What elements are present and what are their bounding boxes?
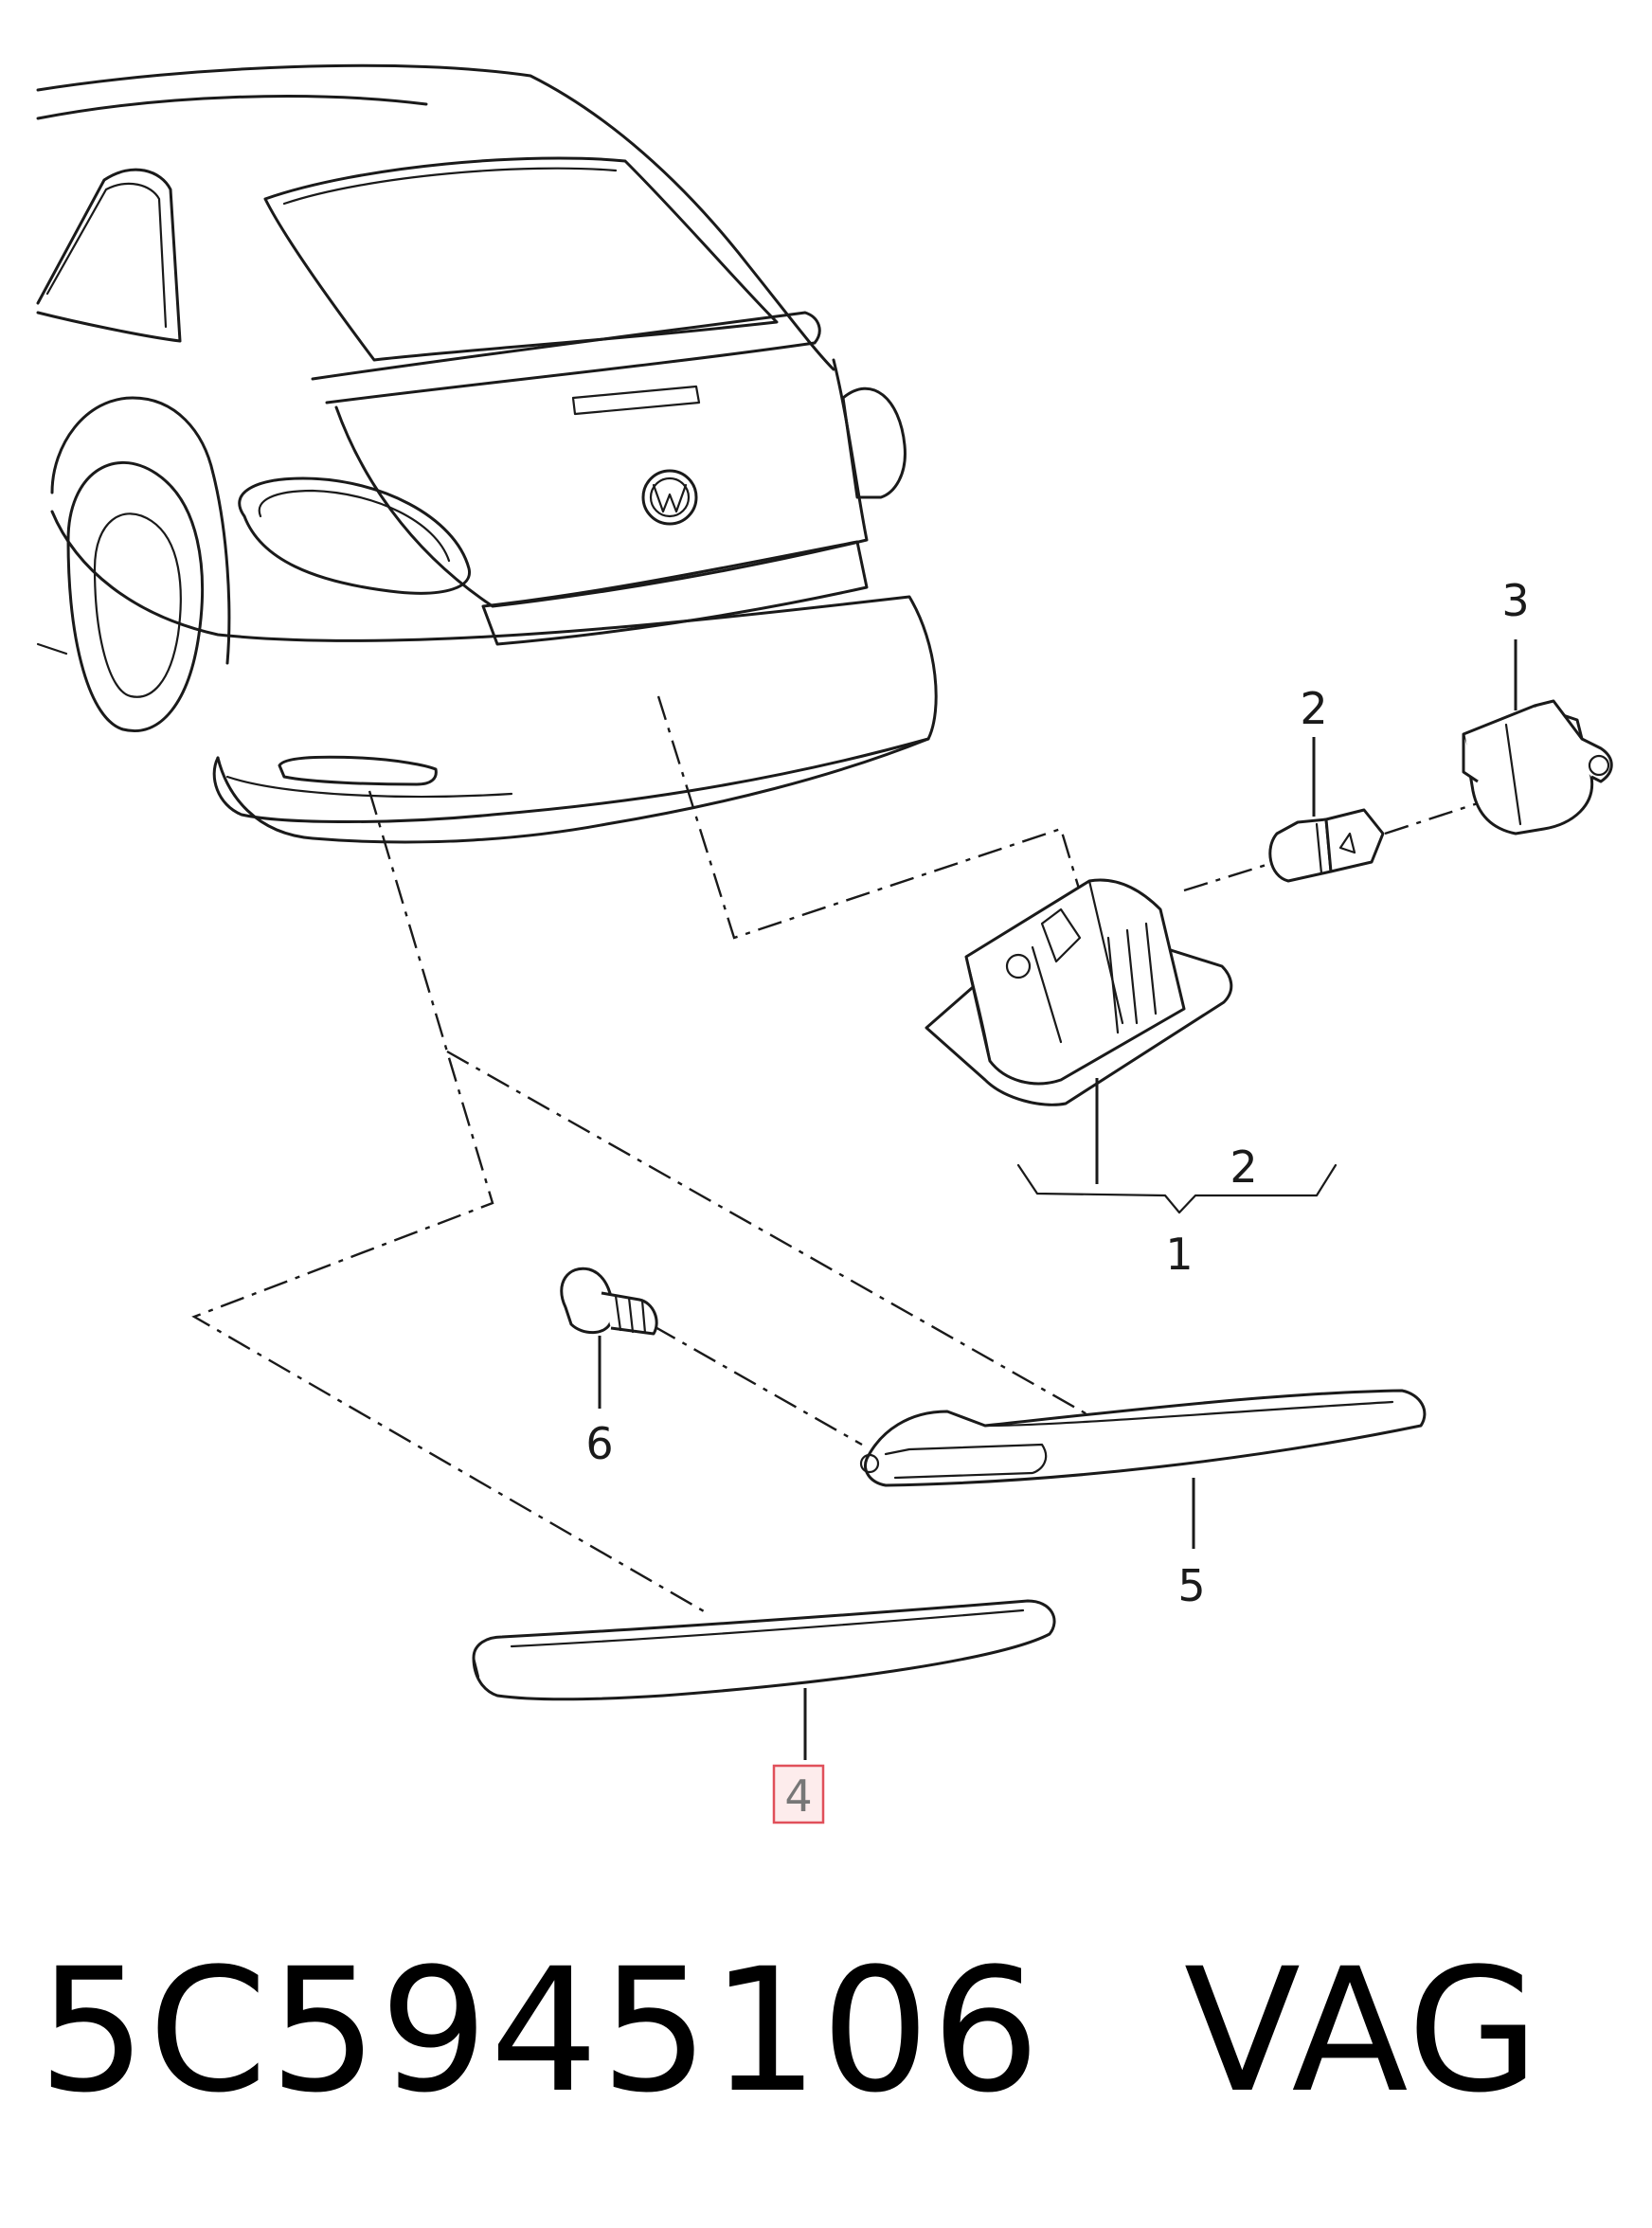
callout-1-lamp[interactable]: 1 — [1165, 1229, 1193, 1280]
callout-5-reflector-right[interactable]: 5 — [1177, 1560, 1205, 1611]
part-6-screw[interactable] — [560, 1267, 658, 1336]
car-rear-illustration — [36, 63, 938, 844]
callout-labels: 2 3 2 1 6 5 4 — [585, 575, 1530, 1824]
callout-2-bulb[interactable]: 2 — [1300, 683, 1327, 734]
assembly-guide-lines — [191, 695, 1479, 1617]
part-5-reflector-right[interactable] — [859, 1389, 1427, 1487]
callout-3-socket[interactable]: 3 — [1501, 575, 1529, 626]
part-3-bulb-socket[interactable] — [1462, 699, 1613, 836]
callout-4-reflector-left[interactable]: 4 — [784, 1770, 812, 1822]
callout-6-screw[interactable]: 6 — [585, 1418, 613, 1469]
leader-lines — [598, 639, 1517, 1760]
part-number: 5C5945106 — [38, 1932, 1042, 2130]
callout-2-assembly[interactable]: 2 — [1230, 1141, 1257, 1193]
part-footer: 5C5945106 VAG — [38, 1923, 1610, 2141]
callout-4-highlight-box — [772, 1764, 825, 1824]
part-1-licence-plate-lamp[interactable] — [925, 878, 1233, 1106]
brand-name: VAG — [1183, 1932, 1541, 2130]
part-2-bulb[interactable] — [1268, 808, 1385, 883]
part-4-reflector-left[interactable] — [472, 1599, 1056, 1701]
